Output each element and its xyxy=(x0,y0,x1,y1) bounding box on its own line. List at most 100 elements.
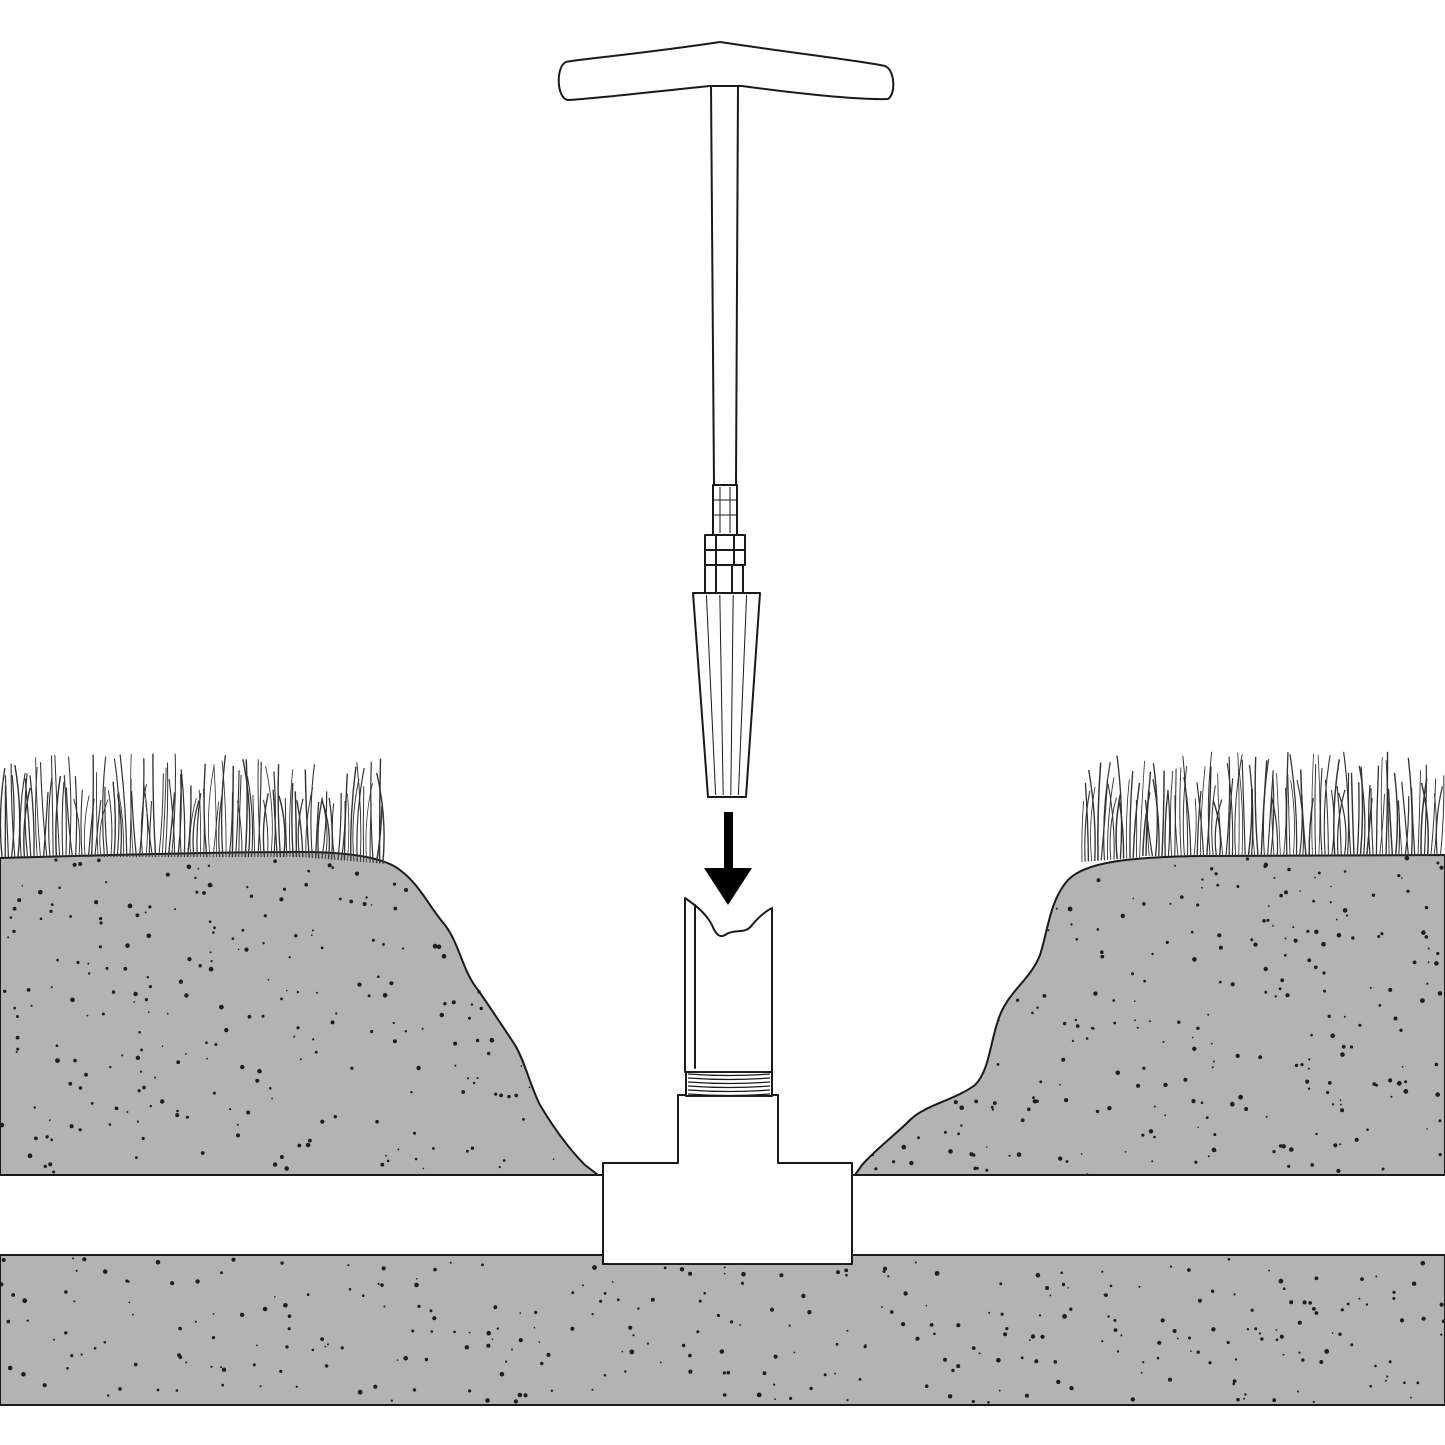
lower-soil-layer xyxy=(0,1254,1445,1406)
soil-speck xyxy=(382,943,385,946)
soil-speck xyxy=(320,1337,324,1341)
grass-blade xyxy=(1248,764,1254,857)
grass-blade xyxy=(1271,786,1275,857)
grass-blade xyxy=(1398,800,1403,857)
soil-speck xyxy=(283,1303,288,1308)
soil-speck xyxy=(774,1398,776,1400)
soil-speck xyxy=(616,1298,620,1302)
grass-blade xyxy=(277,764,282,858)
grass-blade xyxy=(1174,795,1179,857)
right-soil-specks xyxy=(871,855,1444,1176)
soil-speck xyxy=(147,1011,150,1013)
soil-speck xyxy=(287,1327,291,1331)
soil-speck xyxy=(1399,1318,1405,1323)
soil-speck xyxy=(1416,1381,1420,1385)
soil-speck xyxy=(1441,1319,1445,1324)
soil-speck xyxy=(1250,938,1254,942)
soil-speck xyxy=(1327,1081,1332,1085)
soil-speck xyxy=(1201,886,1203,889)
soil-speck xyxy=(522,1118,525,1121)
soil-speck xyxy=(202,891,206,895)
soil-speck xyxy=(1233,1293,1236,1296)
soil-speck xyxy=(887,1275,890,1278)
soil-speck xyxy=(21,885,24,887)
soil-speck xyxy=(1234,1358,1238,1361)
grass-blade xyxy=(1420,782,1430,857)
soil-speck xyxy=(1314,929,1319,934)
grass-blade xyxy=(1139,760,1146,858)
soil-speck xyxy=(331,866,335,869)
soil-speck xyxy=(1293,938,1298,943)
soil-speck xyxy=(1340,1308,1344,1312)
t-handle-extraction-tool xyxy=(557,41,895,798)
soil-speck xyxy=(486,1343,491,1348)
grass-blade xyxy=(1385,760,1390,857)
grass-blade xyxy=(180,769,186,858)
soil-speck xyxy=(385,1154,387,1157)
soil-speck xyxy=(773,1354,778,1359)
soil-speck xyxy=(1435,1092,1440,1097)
grass-blade xyxy=(83,795,90,858)
soil-speck xyxy=(1059,1083,1061,1086)
soil-speck xyxy=(925,1304,928,1307)
grass-blade xyxy=(1435,786,1443,857)
soil-speck xyxy=(338,897,342,901)
soil-speck xyxy=(295,1385,298,1388)
grass-blade xyxy=(1107,783,1115,860)
soil-speck xyxy=(1434,961,1439,966)
thread-line xyxy=(687,1093,771,1097)
soil-speck xyxy=(78,862,83,866)
grass-blade xyxy=(1375,765,1380,857)
soil-speck xyxy=(72,862,77,867)
soil-speck xyxy=(519,1312,522,1314)
soil-speck xyxy=(1273,876,1276,879)
soil-speck xyxy=(1307,958,1312,963)
soil-speck xyxy=(231,1257,236,1262)
soil-speck xyxy=(591,1388,594,1391)
soil-speck xyxy=(403,1356,409,1361)
soil-speck xyxy=(723,1266,726,1269)
soil-speck xyxy=(413,1131,416,1135)
soil-speck xyxy=(464,1345,469,1350)
soil-speck xyxy=(1374,1364,1377,1368)
grass-blade xyxy=(113,758,120,858)
soil-speck xyxy=(1031,1011,1034,1015)
soil-speck xyxy=(263,914,267,918)
soil-speck xyxy=(1343,870,1347,873)
soil-speck xyxy=(1035,1272,1041,1278)
soil-speck xyxy=(1427,947,1430,950)
soil-speck xyxy=(236,1123,239,1126)
soil-speck xyxy=(491,1338,494,1341)
soil-speck xyxy=(453,1041,458,1046)
grass-blade xyxy=(145,799,153,858)
soil-speck xyxy=(105,881,108,884)
soil-speck xyxy=(552,1158,555,1160)
soil-speck xyxy=(1192,1046,1197,1052)
soil-speck xyxy=(239,1312,245,1318)
soil-speck xyxy=(468,1331,471,1334)
soil-speck xyxy=(1307,1087,1311,1090)
soil-speck xyxy=(1142,1361,1145,1364)
soil-speck xyxy=(56,958,59,962)
soil-speck xyxy=(279,1155,284,1159)
soil-speck xyxy=(1156,1356,1160,1360)
soil-speck xyxy=(1188,1336,1191,1340)
soil-speck xyxy=(279,897,284,902)
soil-speck xyxy=(956,1323,961,1328)
grass-blade xyxy=(1097,762,1102,861)
soil-speck xyxy=(650,1297,655,1302)
soil-speck xyxy=(174,908,177,911)
soil-speck xyxy=(1403,1089,1409,1094)
soil-speck xyxy=(404,888,408,892)
soil-speck xyxy=(823,1373,827,1377)
soil-speck xyxy=(135,913,140,918)
soil-speck xyxy=(1285,993,1290,998)
grass-blade xyxy=(1336,789,1346,857)
soil-speck xyxy=(99,921,103,925)
soil-speck xyxy=(1331,1332,1334,1334)
soil-speck xyxy=(756,1392,762,1398)
soil-speck xyxy=(293,1035,296,1038)
soil-speck xyxy=(1358,1023,1362,1027)
soil-speck xyxy=(1245,857,1250,861)
soil-speck xyxy=(357,982,362,987)
